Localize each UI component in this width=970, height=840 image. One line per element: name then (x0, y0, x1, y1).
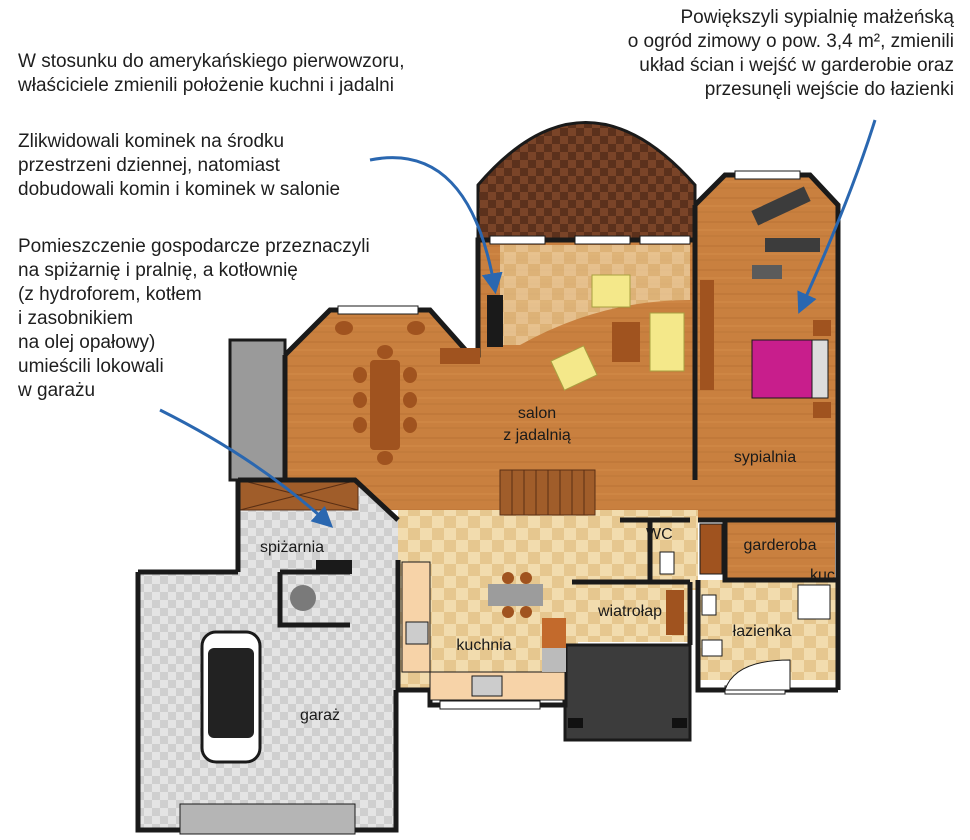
annotation-bedroom-changes: Powiększyli sypialnię małżeńską o ogród … (628, 6, 954, 102)
room-label-kuchnia: kuchnia (456, 637, 511, 654)
room-label-spizarnia: spiżarnia (260, 539, 324, 556)
nightstand (813, 320, 831, 336)
annotation-line: umieścili lokowali (18, 356, 164, 377)
annotation-line: w garażu (18, 380, 96, 401)
annotation-arrows (159, 119, 877, 528)
armchair (550, 345, 598, 391)
annotation-line: i zasobnikiem (18, 308, 134, 329)
annotation-line: W stosunku do amerykańskiego pierwowzoru… (18, 51, 405, 72)
appliance (542, 648, 566, 672)
chimney-salon (487, 295, 503, 347)
annotation-utility-room: Pomieszczenie gospodarcze przeznaczyli n… (18, 235, 370, 403)
side-terrace (228, 338, 287, 482)
fridge (542, 618, 566, 648)
room-label-kuc: kuc (810, 567, 835, 584)
annotation-line: (z hydroforem, kotłem (18, 284, 202, 305)
garage-door (179, 803, 356, 835)
hallway-floor (578, 510, 698, 590)
wc-door-panel (666, 590, 684, 635)
coffee-table (612, 322, 640, 362)
armchair (591, 274, 631, 308)
annotation-line: dobudowali komin i kominek w salonie (18, 179, 341, 200)
sofa (649, 312, 685, 372)
chimney-garage (316, 560, 352, 574)
bathroom-toilet (701, 639, 723, 657)
annotation-line: Pomieszczenie gospodarcze przeznaczyli (18, 236, 370, 257)
bay-chairs (335, 321, 425, 335)
room-label-garderoba: garderoba (744, 537, 817, 554)
annotation-line: przestrzeni dziennej, natomiast (18, 155, 280, 176)
sideboard (440, 348, 480, 364)
porch (563, 643, 692, 742)
garage-floor (138, 572, 396, 830)
annotation-line: Zlikwidowali kominek na środku (18, 131, 285, 152)
annotation-line: przesunęli wejście do łazienki (704, 79, 954, 100)
annotation-line: o ogród zimowy o pow. 3,4 m², zmienili (627, 31, 954, 52)
annotation-fireplace: Zlikwidowali kominek na środku przestrze… (18, 130, 340, 202)
nightstand (813, 402, 831, 418)
stairs-steps (511, 470, 585, 515)
closet-cabinet (699, 523, 723, 575)
annotation-line: układ ścian i wejść w garderobie oraz (639, 55, 954, 76)
wc-toilet (659, 551, 675, 575)
annotation-kitchen-dining: W stosunku do amerykańskiego pierwowzoru… (18, 50, 405, 98)
porch-step (672, 718, 687, 728)
porch-step (568, 718, 583, 728)
annotation-line: Powiększyli sypialnię małżeńską (680, 7, 955, 28)
room-label-salon: salon (518, 405, 556, 422)
room-label-wiatrolap: wiatrołap (597, 603, 662, 620)
wardrobe-floor (725, 520, 835, 580)
kitchen-table (488, 584, 543, 606)
bed-headboard (811, 339, 829, 399)
sun-lounger (751, 186, 811, 226)
room-label-salon-2: z jadalnią (503, 427, 571, 444)
walls (135, 172, 841, 833)
room-label-lazienka: łazienka (733, 623, 792, 640)
kitchen-chairs (502, 572, 532, 618)
bathtub (724, 659, 791, 691)
stove (405, 621, 429, 645)
car (200, 630, 262, 764)
bathroom-sink (701, 594, 717, 616)
shower (797, 584, 831, 620)
dining-table (370, 360, 400, 450)
kitchen-counter (401, 561, 431, 673)
room-label-garaz: garaż (300, 707, 340, 724)
annotation-line: na spiżarnię i pralnię, a kotłownię (18, 260, 298, 281)
sink (471, 675, 503, 697)
boiler (290, 585, 316, 611)
arrow-utility (159, 408, 334, 528)
wardrobe (700, 280, 714, 390)
room-label-sypialnia: sypialnia (734, 449, 796, 466)
annotation-line: na olej opałowy) (18, 332, 156, 353)
arrow-bedroom (797, 119, 877, 314)
arrow-fireplace (369, 156, 503, 295)
room-label-wc: WC (646, 526, 673, 543)
small-table (752, 265, 782, 279)
bench (765, 238, 820, 252)
conservatory-dome (476, 121, 697, 242)
dining-chairs (353, 345, 417, 465)
annotation-line: właściciele zmienili położenie kuchni i … (18, 75, 394, 96)
